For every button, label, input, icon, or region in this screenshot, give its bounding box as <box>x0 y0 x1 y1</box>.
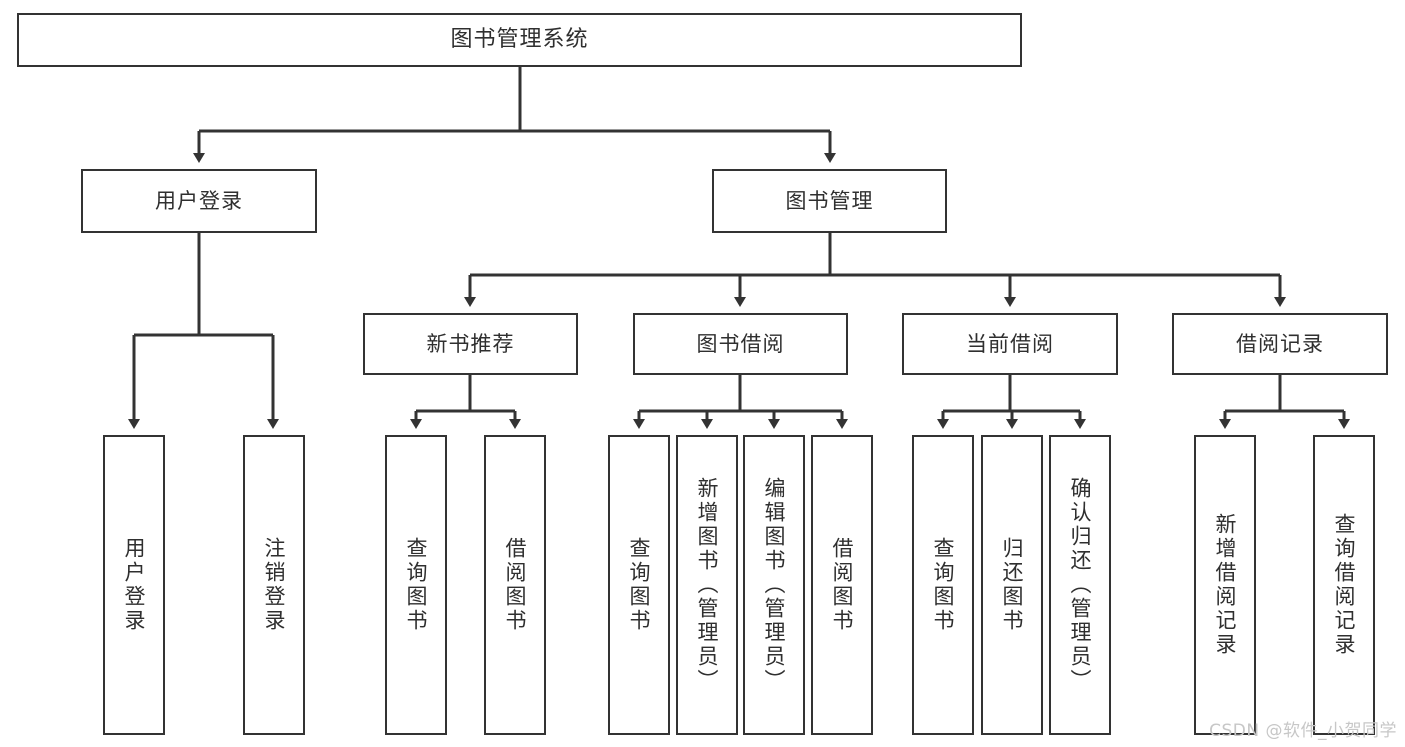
node-borrow-record-label: 借阅记录 <box>1236 331 1324 356</box>
leaf-rec-query[interactable]: 查询图书 <box>385 435 447 735</box>
leaf-cur-confirm-label: 确认归还（管理员） <box>1068 477 1093 693</box>
leaf-cur-query[interactable]: 查询图书 <box>912 435 974 735</box>
leaf-borrow-edit[interactable]: 编辑图书（管理员） <box>743 435 805 735</box>
node-book-manage-label: 图书管理 <box>785 188 874 213</box>
leaf-record-add-label: 新增借阅记录 <box>1213 513 1238 657</box>
node-current-borrow[interactable]: 当前借阅 <box>902 313 1118 375</box>
leaf-cur-confirm[interactable]: 确认归还（管理员） <box>1049 435 1111 735</box>
node-new-book-rec-label: 新书推荐 <box>426 331 515 356</box>
node-book-manage[interactable]: 图书管理 <box>712 169 947 233</box>
leaf-borrow-add-label: 新增图书（管理员） <box>695 477 720 693</box>
leaf-rec-borrow-label: 借阅图书 <box>503 537 528 633</box>
leaf-rec-borrow[interactable]: 借阅图书 <box>484 435 546 735</box>
leaf-user-login[interactable]: 用户登录 <box>103 435 165 735</box>
leaf-record-add[interactable]: 新增借阅记录 <box>1194 435 1256 735</box>
node-user-login[interactable]: 用户登录 <box>81 169 317 233</box>
leaf-record-query[interactable]: 查询借阅记录 <box>1313 435 1375 735</box>
node-book-borrow[interactable]: 图书借阅 <box>633 313 848 375</box>
leaf-rec-query-label: 查询图书 <box>404 537 429 633</box>
node-new-book-rec[interactable]: 新书推荐 <box>363 313 578 375</box>
leaf-cur-return[interactable]: 归还图书 <box>981 435 1043 735</box>
leaf-record-query-label: 查询借阅记录 <box>1332 513 1357 657</box>
leaf-user-logout[interactable]: 注销登录 <box>243 435 305 735</box>
leaf-borrow-edit-label: 编辑图书（管理员） <box>762 477 787 693</box>
leaf-borrow-add[interactable]: 新增图书（管理员） <box>676 435 738 735</box>
node-root[interactable]: 图书管理系统 <box>17 13 1022 67</box>
leaf-borrow-lend[interactable]: 借阅图书 <box>811 435 873 735</box>
node-root-label: 图书管理系统 <box>450 27 589 53</box>
node-book-borrow-label: 图书借阅 <box>696 331 785 356</box>
leaf-user-logout-label: 注销登录 <box>262 537 287 633</box>
node-user-login-label: 用户登录 <box>155 188 243 213</box>
node-current-borrow-label: 当前借阅 <box>966 331 1054 356</box>
leaf-borrow-lend-label: 借阅图书 <box>830 537 855 633</box>
node-borrow-record[interactable]: 借阅记录 <box>1172 313 1388 375</box>
csdn-watermark: CSDN @软件_小贺同学 <box>1209 721 1397 741</box>
leaf-cur-query-label: 查询图书 <box>931 537 956 633</box>
leaf-borrow-query[interactable]: 查询图书 <box>608 435 670 735</box>
leaf-cur-return-label: 归还图书 <box>1000 537 1025 633</box>
leaf-user-login-label: 用户登录 <box>122 537 147 633</box>
leaf-borrow-query-label: 查询图书 <box>627 537 652 633</box>
